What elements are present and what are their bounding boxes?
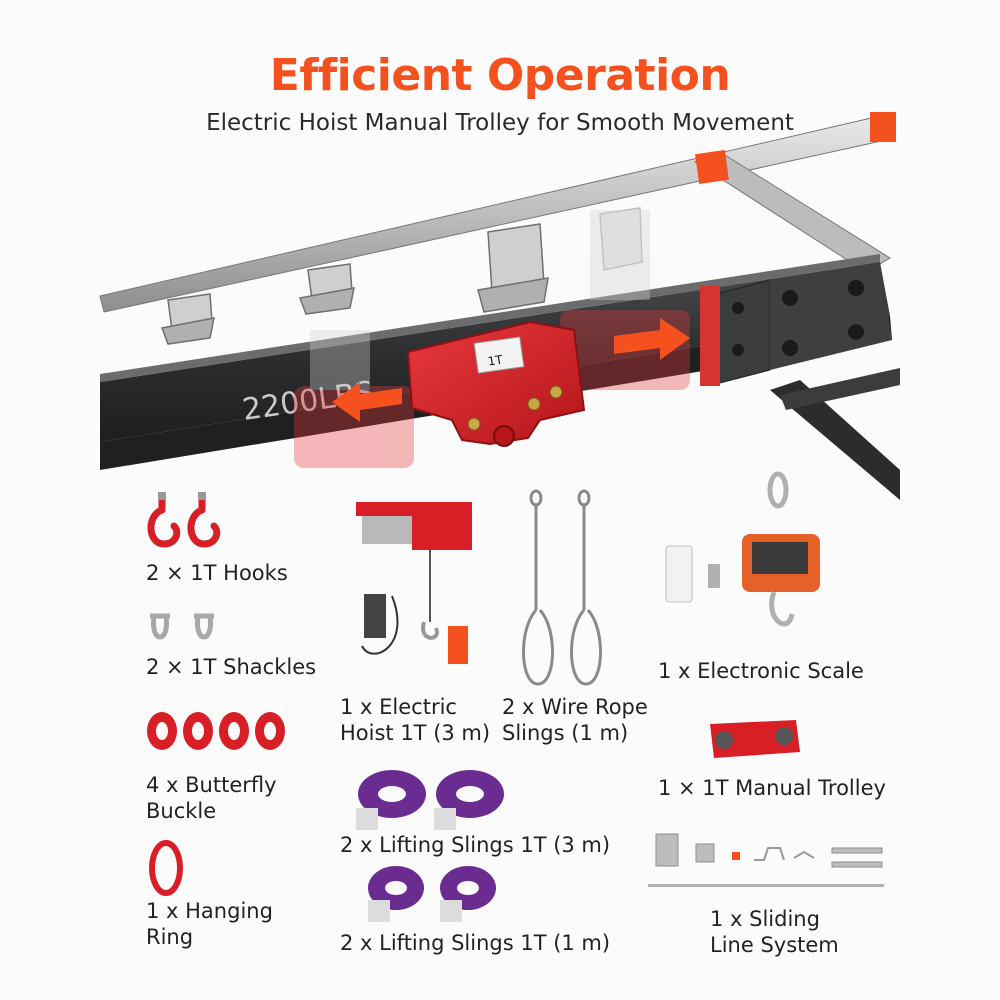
shackles-icon: [150, 613, 214, 640]
label-manual-trolley: 1 × 1T Manual Trolley: [658, 776, 886, 800]
lifting-slings-1m-icon: [368, 866, 496, 922]
label-hooks: 2 × 1T Hooks: [146, 561, 288, 585]
rail-end-cap: [870, 112, 896, 142]
manual-trolley-main: 1T: [406, 320, 586, 447]
trolley-plate-text: 1T: [487, 353, 504, 369]
label-wire-rope-slings: 2 x Wire Rope Slings (1 m): [502, 695, 648, 745]
rail-corner-cap: [695, 150, 729, 184]
wire-rope-slings-icon: [522, 489, 602, 686]
label-sliding-line-system: 1 x Sliding Line System: [710, 907, 839, 957]
hanging-ring-icon: [149, 840, 183, 896]
butterfly-buckle-icon: [147, 712, 285, 750]
label-shackles: 2 × 1T Shackles: [146, 655, 317, 679]
label-electronic-scale: 1 x Electronic Scale: [658, 659, 864, 683]
page-title: Efficient Operation: [269, 50, 731, 101]
electric-hoist-icon: [356, 502, 472, 664]
label-lifting-slings-3m: 2 x Lifting Slings 1T (3 m): [340, 833, 611, 857]
label-lifting-slings-1m: 2 x Lifting Slings 1T (1 m): [340, 931, 611, 955]
arrow-left-icon: [332, 382, 402, 422]
arrow-right-icon: [614, 318, 690, 360]
page-subtitle: Electric Hoist Manual Trolley for Smooth…: [206, 110, 794, 136]
electronic-scale-icon: [665, 471, 820, 627]
sliding-line-system-icon: [648, 833, 884, 887]
rail-carriers: [160, 207, 643, 345]
label-butterfly-buckle: 4 x Butterfly Buckle: [146, 773, 277, 823]
trolley-plate: [473, 336, 525, 374]
manual-trolley-icon: [710, 720, 800, 758]
hooks-icon: [147, 492, 221, 548]
label-electric-hoist: 1 x Electric Hoist 1T (3 m): [340, 695, 491, 745]
lifting-slings-3m-icon: [356, 770, 504, 830]
sliding-rail: [99, 112, 896, 313]
label-hanging-ring: 1 x Hanging Ring: [146, 899, 273, 949]
beam-end-stop: [700, 286, 720, 386]
